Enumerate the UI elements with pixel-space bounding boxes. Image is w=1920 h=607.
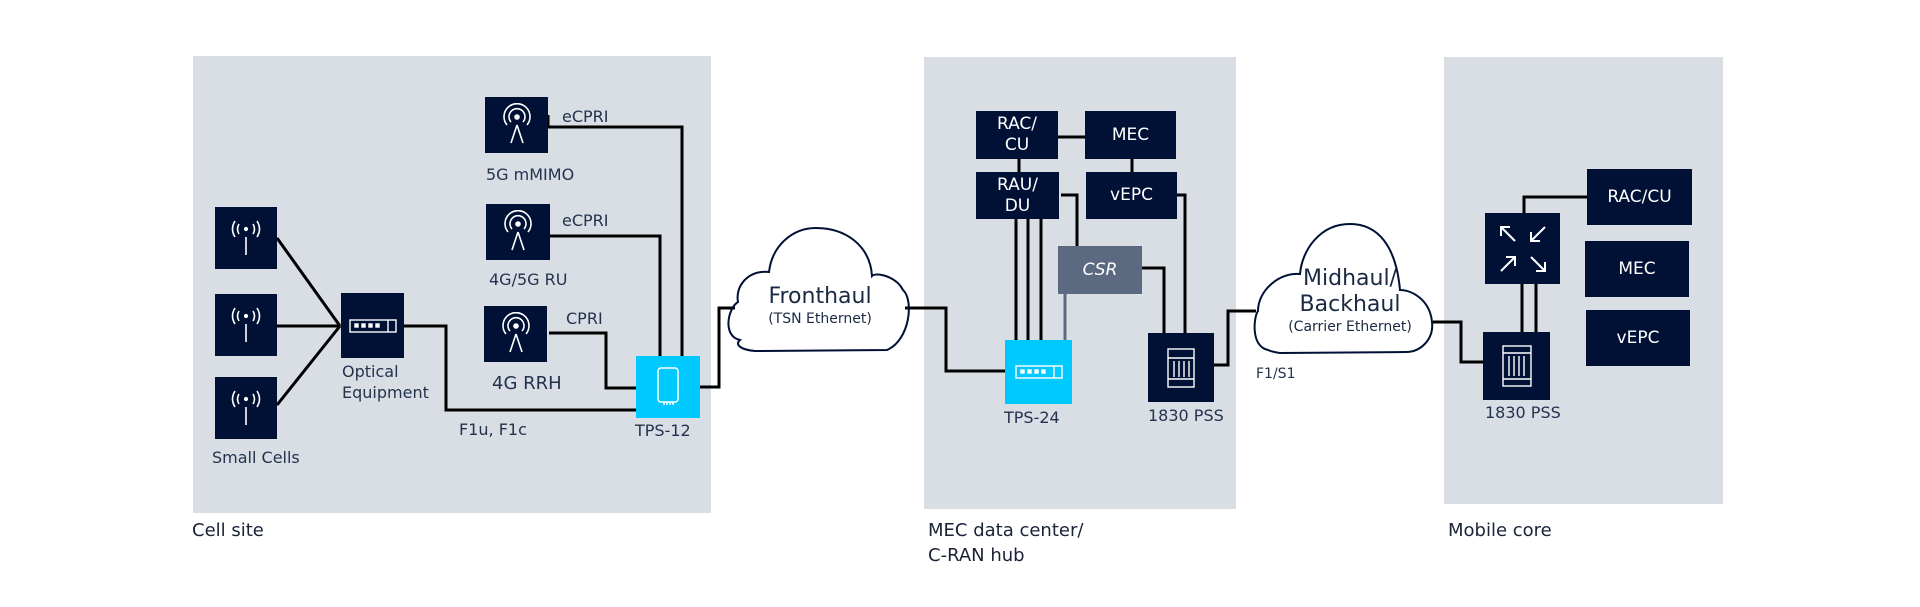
core-vepc[interactable]: vEPC xyxy=(1586,310,1690,366)
wire-csr-tps24 xyxy=(1063,294,1067,340)
small-cell-3[interactable] xyxy=(215,377,277,439)
fronthaul-subtitle: (TSN Ethernet) xyxy=(768,311,872,327)
wire-vepc-pss xyxy=(1177,193,1187,333)
small-cell-antenna-icon xyxy=(231,220,261,255)
tps-12[interactable] xyxy=(636,356,700,418)
fronthaul-title: Fronthaul xyxy=(768,284,872,309)
small-cell-1[interactable] xyxy=(215,207,277,269)
wire-tps12-fronthaul xyxy=(700,306,735,389)
wire-router-raccu xyxy=(1522,195,1587,213)
core-router[interactable] xyxy=(1485,213,1560,284)
wire-ru-tps12 xyxy=(550,234,662,356)
node-4g5g-ru[interactable] xyxy=(486,204,550,260)
mec-mec[interactable]: MEC xyxy=(1085,111,1176,159)
link-label-ecpri-mimo: eCPRI xyxy=(562,107,609,126)
wire-csr-pss xyxy=(1141,266,1166,333)
macro-antenna-icon xyxy=(502,103,531,144)
cloud-midhaul xyxy=(1253,222,1434,355)
link-label-cpri: CPRI xyxy=(566,309,603,328)
fronthaul-cloud-text[interactable]: Fronthaul (TSN Ethernet) xyxy=(740,284,900,328)
midhaul-subtitle: (Carrier Ethernet) xyxy=(1288,319,1412,335)
wire-small-cell-1 xyxy=(275,237,342,327)
tps-24[interactable] xyxy=(1005,340,1072,404)
mec-1830-pss[interactable] xyxy=(1148,333,1214,402)
wire-mimo-tps12 xyxy=(546,115,684,356)
link-label-ecpri-ru: eCPRI xyxy=(562,211,609,230)
cell-site-title: Cell site xyxy=(192,520,264,541)
wire-rrh-tps12 xyxy=(549,331,637,390)
node-5g-mmimo[interactable] xyxy=(485,97,548,153)
node-4g-rrh[interactable] xyxy=(484,306,547,362)
mec-vepc[interactable]: vEPC xyxy=(1086,172,1177,219)
mimo-label: 5G mMIMO xyxy=(486,165,575,184)
macro-antenna-icon xyxy=(504,210,532,251)
wire-small-cell-3 xyxy=(275,325,342,406)
small-cell-2[interactable] xyxy=(215,294,277,356)
rrh-label: 4G RRH xyxy=(492,373,562,394)
midhaul-cloud-text[interactable]: Midhaul/ Backhaul (Carrier Ethernet) xyxy=(1268,266,1432,336)
tps24-label: TPS-24 xyxy=(1004,408,1060,427)
tps12-label: TPS-12 xyxy=(635,421,691,440)
wire-midhaul-pss xyxy=(1433,320,1484,364)
core-rac-cu[interactable]: RAC/CU xyxy=(1587,169,1692,225)
mobile-core-title: Mobile core xyxy=(1448,520,1552,541)
wire-optical-tps12 xyxy=(404,324,637,412)
optical-equipment-label: Optical Equipment xyxy=(342,362,429,402)
optical-equipment[interactable] xyxy=(341,293,404,358)
midhaul-title-2: Backhaul xyxy=(1299,292,1401,317)
macro-antenna-icon xyxy=(501,312,530,353)
tps24-switch-icon xyxy=(1014,365,1063,379)
mec-rac-cu[interactable]: RAC/ CU xyxy=(976,111,1058,159)
pss-chassis-icon xyxy=(1167,347,1195,388)
optical-switch-icon xyxy=(348,318,397,333)
core-pss-label: 1830 PSS xyxy=(1485,403,1561,422)
wire-raudu-csr xyxy=(1061,193,1079,246)
cloud-fronthaul xyxy=(727,226,910,353)
wire-fronthaul-tps24 xyxy=(905,306,1005,373)
small-cell-antenna-icon xyxy=(231,390,261,425)
mec-title: MEC data center/ C-RAN hub xyxy=(928,520,1084,566)
link-label-f1: F1u, F1c xyxy=(459,420,527,439)
small-cell-antenna-icon xyxy=(231,307,261,342)
cell-site-panel xyxy=(193,56,711,513)
wire-pss-midhaul xyxy=(1214,309,1256,367)
link-label-f1-s1: F1/S1 xyxy=(1256,366,1296,382)
mec-pss-label: 1830 PSS xyxy=(1148,406,1224,425)
tps12-device-icon xyxy=(657,367,679,405)
core-1830-pss[interactable] xyxy=(1483,332,1550,400)
mec-rau-du[interactable]: RAU/ DU xyxy=(976,172,1059,219)
router-arrows-icon xyxy=(1499,225,1546,272)
ru-label: 4G/5G RU xyxy=(489,270,568,289)
midhaul-title-1: Midhaul/ xyxy=(1303,266,1397,291)
pss-chassis-icon xyxy=(1501,345,1532,387)
core-mec[interactable]: MEC xyxy=(1585,241,1689,297)
mec-csr[interactable]: CSR xyxy=(1058,246,1142,294)
small-cells-label: Small Cells xyxy=(212,448,300,467)
